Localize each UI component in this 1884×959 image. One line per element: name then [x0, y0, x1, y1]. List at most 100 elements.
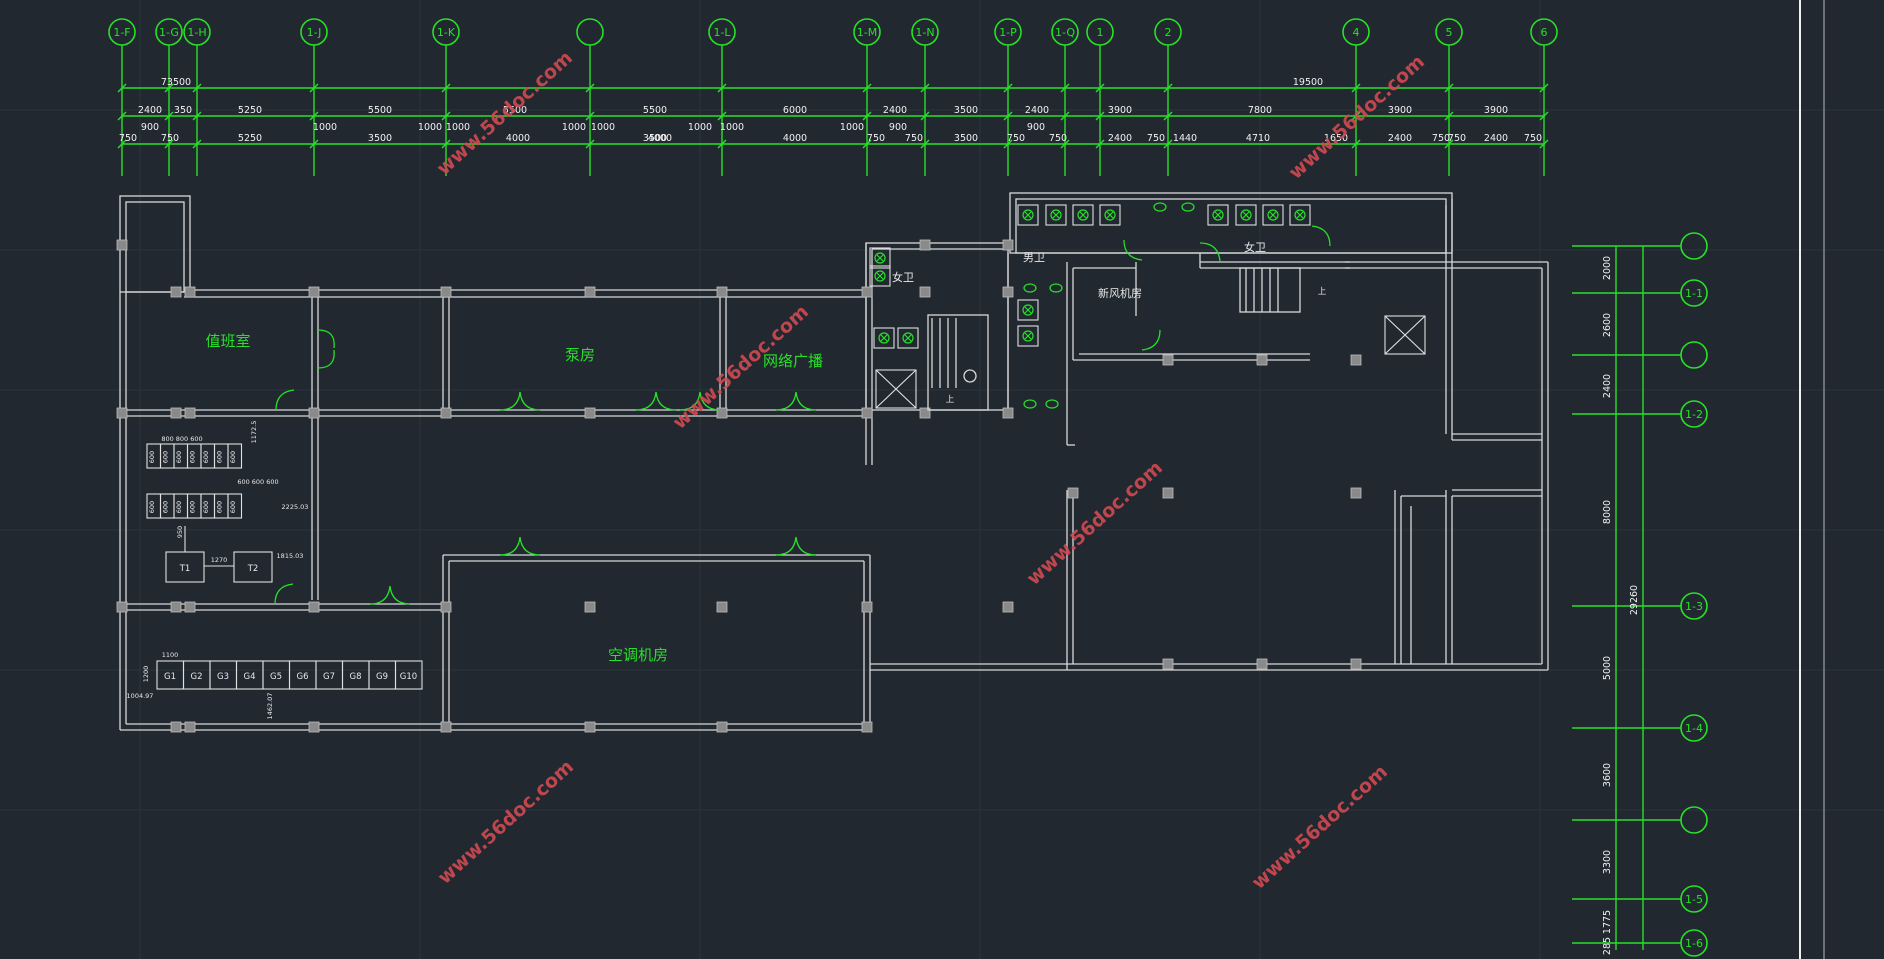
column-pillar: [116, 239, 128, 251]
stair-up-label-2: 上: [1318, 287, 1327, 297]
column-pillar: [584, 721, 596, 733]
row-axis-label: 1-5: [1685, 893, 1703, 906]
dim-total-left: 73500: [161, 77, 191, 88]
panel-label: 600: [148, 451, 156, 463]
room-label-pump-room: 泵房: [565, 346, 595, 364]
dim-row2-value: 750: [905, 133, 923, 144]
column-pillar: [1350, 487, 1362, 499]
column-pillar: [584, 407, 596, 419]
vertical-dim-value: 2600: [1602, 313, 1613, 337]
dimension-ticks: [117, 83, 1549, 149]
dim-row2-value: 3500: [954, 133, 978, 144]
switchgear-height-dim: 1200: [142, 666, 150, 683]
column-pillar: [440, 721, 452, 733]
toilet-stall: [1207, 204, 1229, 226]
column-pillar: [184, 601, 196, 613]
dim-tick: [309, 111, 319, 121]
dim-tick: [117, 139, 127, 149]
dim-row1-value: 2400: [138, 105, 162, 116]
dimension-lines-right: [1615, 246, 1644, 950]
panel-label: 600: [229, 501, 237, 513]
column-pillar: [308, 407, 320, 419]
sink: [1023, 399, 1037, 409]
vertical-dim-value: 5000: [1602, 656, 1613, 680]
room-label-duty-room: 值班室: [205, 332, 250, 350]
dim-tick: [585, 139, 595, 149]
dim-tick: [1163, 139, 1173, 149]
dim-row1-sublabel: 900: [1027, 122, 1045, 133]
toilet-stall: [1017, 204, 1039, 226]
dim-tick: [441, 111, 451, 121]
column-axis-5: 5: [1435, 18, 1463, 176]
dim-tick: [862, 111, 872, 121]
dim-tick: [1351, 111, 1361, 121]
row-axis-1-1: 1-1: [1572, 279, 1708, 307]
column-pillar: [1067, 487, 1079, 499]
dim-row2-value: 1440: [1173, 133, 1197, 144]
dim-row1-sublabel: 1000: [688, 122, 712, 133]
row-axis-blank: [1572, 806, 1708, 834]
row-axis-label: 1-3: [1685, 600, 1703, 613]
watermark-text: www.56doc.com: [434, 756, 578, 889]
column-pillar: [1002, 286, 1014, 298]
panel-top-dim: 1172.5: [250, 421, 258, 444]
dim-row1-value: 5500: [643, 105, 667, 116]
dim-tick: [164, 111, 174, 121]
dim-row2-value: 750: [1007, 133, 1025, 144]
switchgear-bottom-dim: 1462.07: [266, 693, 274, 720]
column-pillar: [116, 601, 128, 613]
column-axis-1-P: 1-P: [994, 18, 1022, 176]
column-pillar: [861, 721, 873, 733]
dim-row1-sublabel: 1000: [591, 122, 615, 133]
switchgear-cabinet: [394, 660, 423, 690]
transformer-t2: T2: [247, 564, 259, 574]
column-axis-1-J: 1-J: [300, 18, 328, 176]
vertical-dim-total: 29260: [1629, 585, 1640, 615]
column-pillar: [716, 286, 728, 298]
panel-label: 600: [189, 501, 197, 513]
room-label-female-wc-2: 女卫: [1244, 240, 1266, 254]
sink: [1045, 399, 1059, 409]
dim-tick: [117, 111, 127, 121]
dim-row1-value: 2400: [883, 105, 907, 116]
toilet-fixtures: [869, 202, 1311, 409]
column-axis-1-G: 1-G: [155, 18, 183, 176]
dim-row1-value: 2400: [1025, 105, 1049, 116]
dim-tick: [920, 83, 930, 93]
column-axis-label: 1-M: [857, 26, 877, 39]
column-pillar: [308, 601, 320, 613]
column-pillar: [1256, 354, 1268, 366]
dim-tick: [1003, 83, 1013, 93]
switchgear-label: G2: [191, 672, 203, 682]
column-pillar: [584, 601, 596, 613]
dim-row2-value: 750: [867, 133, 885, 144]
panel-label: 600: [202, 501, 210, 513]
dim-row2-value: 2400: [1108, 133, 1132, 144]
panel-label: 600: [175, 501, 183, 513]
dim-row1-value: 350: [174, 105, 192, 116]
dim-tick: [920, 111, 930, 121]
dimension-lines-top: [122, 87, 1545, 145]
switchgear-label: G1: [164, 672, 176, 682]
panel-label: 600: [148, 501, 156, 513]
dim-row2-value: 750: [1448, 133, 1466, 144]
dim-tick: [164, 83, 174, 93]
dim-tick: [1095, 83, 1105, 93]
toilet-stall: [1045, 204, 1067, 226]
dim-tick: [192, 111, 202, 121]
dim-tick: [1539, 139, 1549, 149]
dim-tick: [1351, 139, 1361, 149]
switchgear-label: G7: [323, 672, 335, 682]
dim-tick: [1003, 139, 1013, 149]
column-pillar: [308, 286, 320, 298]
watermark-text: www.56doc.com: [433, 47, 577, 180]
column-axis-label: 1-F: [113, 26, 130, 39]
dim-tick: [1060, 83, 1070, 93]
column-pillar: [919, 407, 931, 419]
dim-tick: [441, 139, 451, 149]
